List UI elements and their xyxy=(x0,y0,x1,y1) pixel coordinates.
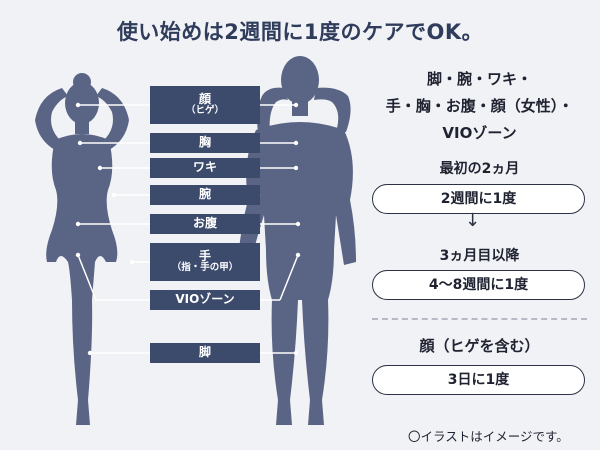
down-arrow-icon: ↓ xyxy=(465,210,481,231)
label-face-text: 顔 xyxy=(198,91,211,106)
female-figure xyxy=(35,73,129,425)
label-vio: VIOゾーン xyxy=(150,290,260,310)
label-arm-text: 腕 xyxy=(198,187,211,202)
label-chest-text: 胸 xyxy=(198,135,211,150)
label-armpit: ワキ xyxy=(150,158,260,178)
page-title: 使い始めは2週間に1度のケアでOK。 xyxy=(116,20,484,44)
label-hand-sub: （指・手の甲） xyxy=(171,262,239,274)
illustration-note: 〇イラストはイメージです。 xyxy=(408,429,569,444)
section-divider xyxy=(372,318,587,320)
first-period-frequency: 2週間に1度 xyxy=(372,184,585,214)
label-vio-text: VIOゾーン xyxy=(175,292,235,307)
label-armpit-text: ワキ xyxy=(192,160,217,175)
target-areas: 脚・腕・ワキ・ 手・胸・お腹・顔（女性）・ VIOゾーン xyxy=(372,66,587,147)
face-frequency: 3日に1度 xyxy=(372,365,585,395)
target-areas-line3: VIOゾーン xyxy=(442,124,517,142)
after-period-frequency: 4〜8週間に1度 xyxy=(372,270,585,300)
label-belly-text: お腹 xyxy=(192,216,217,231)
label-chest: 胸 xyxy=(150,133,260,153)
label-hand-text: 手 xyxy=(198,248,211,263)
first-period-label: 最初の2ヵ月 xyxy=(439,161,520,177)
male-figure xyxy=(238,56,356,425)
label-leg: 脚 xyxy=(150,343,260,363)
target-areas-line1: 脚・腕・ワキ・ xyxy=(426,70,532,88)
label-face: 顔 （ヒゲ） xyxy=(150,86,260,124)
label-face-sub: （ヒゲ） xyxy=(185,105,224,117)
after-period-label: 3ヵ月目以降 xyxy=(439,248,520,264)
label-hand: 手 （指・手の甲） xyxy=(150,243,260,281)
label-arm: 腕 xyxy=(150,185,260,205)
target-areas-line2: 手・胸・お腹・顔（女性）・ xyxy=(385,97,574,115)
face-label: 顔（ヒゲを含む） xyxy=(419,337,540,355)
label-leg-text: 脚 xyxy=(198,345,211,360)
label-belly: お腹 xyxy=(150,214,260,234)
